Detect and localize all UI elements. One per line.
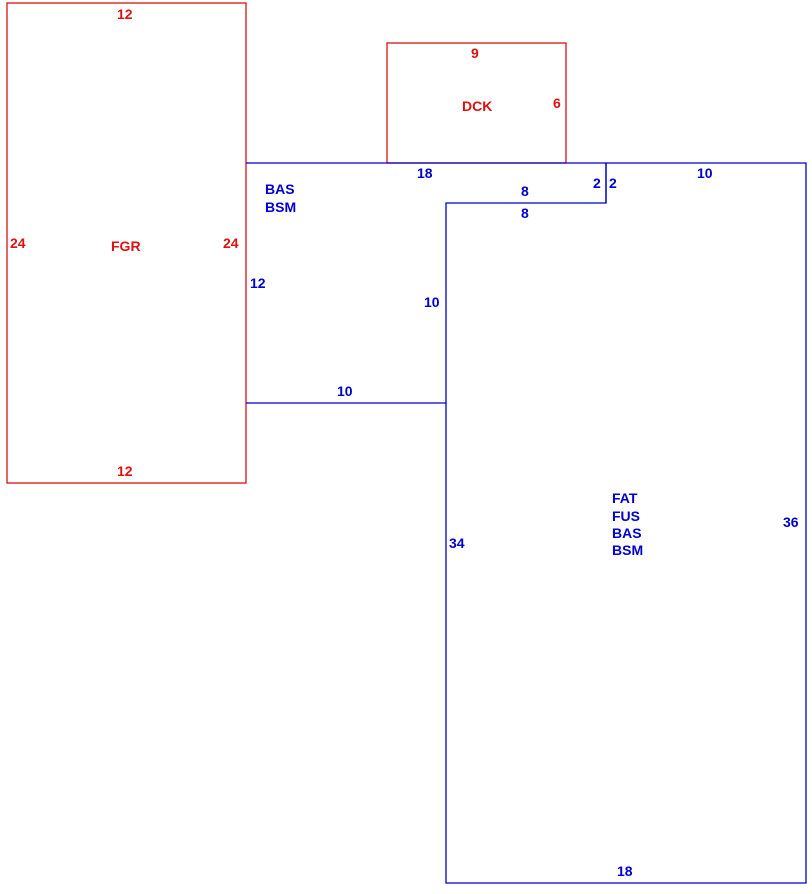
main-block-dim-right: 36: [783, 514, 799, 530]
garage-dim-bottom: 12: [117, 463, 133, 479]
left-block-code-2: BSM: [265, 199, 296, 215]
deck-dim-right: 6: [553, 95, 561, 111]
garage-outline: [6, 2, 247, 484]
garage-dim-left: 24: [10, 235, 26, 251]
main-block-dim-top: 10: [697, 165, 713, 181]
garage-dim-right: 24: [223, 235, 239, 251]
left-block-dim-left: 12: [250, 275, 266, 291]
main-block-dim-left: 34: [449, 535, 465, 551]
deck-dim-top: 9: [471, 45, 479, 61]
main-block-outline: [445, 162, 807, 884]
left-block-dim-notch-top: 8: [521, 183, 529, 199]
deck-code-label: DCK: [462, 98, 492, 114]
main-block-code-2: FUS: [612, 508, 640, 524]
main-block-code-4: BSM: [612, 542, 643, 558]
left-block-code-1: BAS: [265, 181, 295, 197]
garage-code-label: FGR: [111, 238, 141, 254]
left-block-dim-inner-right: 10: [424, 294, 440, 310]
main-block-dim-bottom: 18: [617, 863, 633, 879]
garage-dim-top: 12: [117, 6, 133, 22]
notch-dim-inner: 8: [521, 205, 529, 221]
left-block-dim-bottom: 10: [337, 383, 353, 399]
main-block-code-3: BAS: [612, 525, 642, 541]
deck-dim-bottom: 18: [417, 165, 433, 181]
main-block-code-1: FAT: [612, 490, 638, 506]
notch-dim-left-side: 2: [593, 175, 601, 191]
left-block-outline: [246, 162, 607, 404]
notch-dim-right-side: 2: [609, 175, 617, 191]
